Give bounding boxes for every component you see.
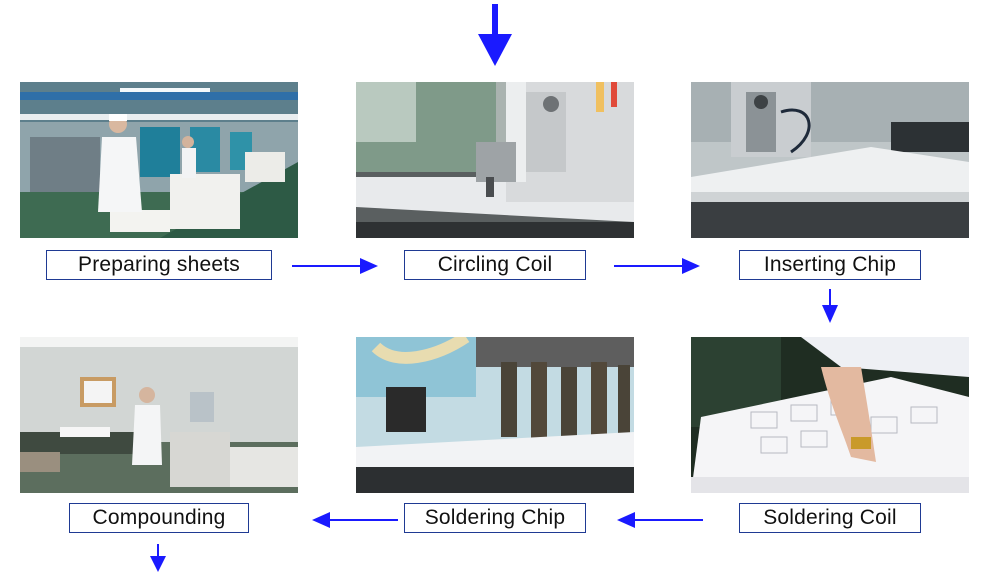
incoming-arrow — [478, 4, 512, 66]
arrow-right-2 — [614, 258, 700, 274]
soldering-chip-photo — [356, 337, 634, 493]
soldering-coil-photo — [691, 337, 969, 493]
inserting-chip-photo — [691, 82, 969, 238]
step-label-soldering-chip: Soldering Chip — [404, 503, 586, 533]
preparing-sheets-photo — [20, 82, 298, 238]
step-label-compounding: Compounding — [69, 503, 249, 533]
arrow-down-right — [822, 289, 838, 323]
compounding-photo — [20, 337, 298, 493]
arrow-right-1 — [292, 258, 378, 274]
step-label-soldering-coil: Soldering Coil — [739, 503, 921, 533]
step-label-preparing-sheets: Preparing sheets — [46, 250, 272, 280]
circling-coil-photo — [356, 82, 634, 238]
arrow-left-1 — [617, 512, 703, 528]
step-label-inserting-chip: Inserting Chip — [739, 250, 921, 280]
arrow-left-2 — [312, 512, 398, 528]
step-label-circling-coil: Circling Coil — [404, 250, 586, 280]
outgoing-arrow — [150, 544, 166, 572]
